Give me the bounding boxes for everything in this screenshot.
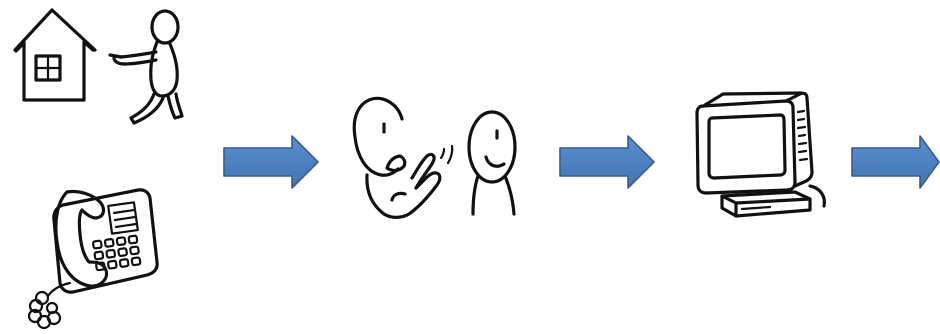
right-arrow-icon	[224, 136, 318, 188]
talking-people-icon	[354, 98, 515, 217]
right-arrow-icon	[560, 136, 654, 188]
desktop-computer-icon	[697, 93, 824, 216]
house-icon	[15, 10, 95, 100]
right-arrow-icon	[852, 136, 939, 188]
desk-telephone-icon	[29, 190, 157, 328]
walking-person-icon	[110, 11, 182, 123]
